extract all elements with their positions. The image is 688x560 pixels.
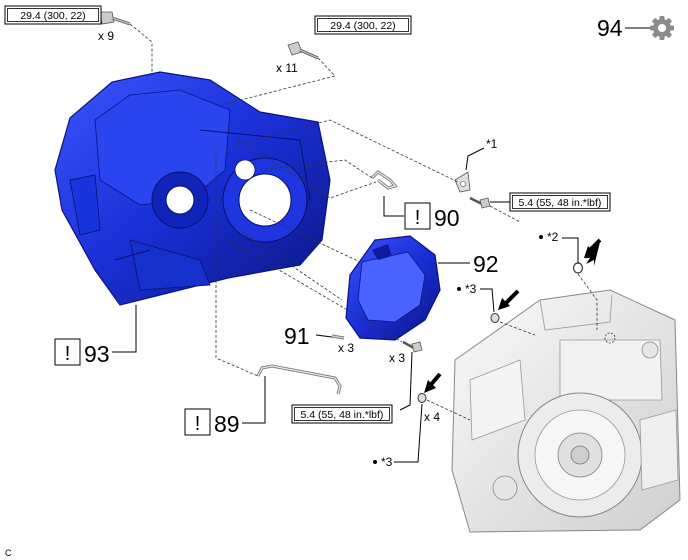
qty-x11: x 11: [276, 61, 298, 75]
callout-93: 93: [84, 341, 110, 367]
qty-x4: x 4: [424, 410, 440, 424]
bracket-part-1: [454, 171, 471, 193]
gasket-3-upper: [490, 313, 500, 323]
caution-icon: !: [404, 202, 431, 230]
bolt-x11: [287, 41, 319, 60]
caution-icon: !: [184, 408, 211, 436]
qty-x3-pin: x 3: [338, 341, 354, 355]
qty-x9: x 9: [98, 29, 114, 43]
torque-value-2: 29.4 (300, 22): [330, 20, 395, 32]
oil-receiver-cover-92: [345, 235, 441, 341]
note-3-lower: *3: [381, 455, 393, 469]
torque-box-4: 5.4 (55, 48 in.*lbf): [291, 404, 393, 424]
callout-92: 92: [473, 251, 499, 277]
note-2: *2: [547, 230, 559, 244]
caution-mark-89: !: [195, 413, 201, 435]
transaxle-housing-93: [54, 71, 331, 306]
gasket-3-lower: [417, 393, 427, 403]
callout-91: 91: [284, 323, 310, 349]
torque-box-1: 29.4 (300, 22): [4, 5, 102, 25]
corner-code: C: [5, 548, 12, 558]
transaxle-case: [451, 289, 681, 533]
pipe-90: [370, 170, 398, 190]
torque-value-3: 5.4 (55, 48 in.*lbf): [519, 197, 602, 209]
note-3-upper: *3: [465, 282, 477, 296]
torque-value-1: 29.4 (300, 22): [20, 10, 85, 22]
o-ring-2: [572, 262, 584, 274]
note-bullet: [457, 287, 461, 291]
leader-lines: [112, 27, 650, 463]
torque-box-2: 29.4 (300, 22): [314, 15, 412, 35]
callout-94: 94: [597, 15, 623, 41]
pipe-89: [256, 364, 342, 395]
caution-icon: !: [54, 338, 81, 366]
callout-89: 89: [214, 411, 240, 437]
bolt-x3-lower: [402, 340, 423, 353]
callout-90: 90: [434, 205, 460, 231]
caution-mark-93: !: [65, 343, 71, 365]
qty-x3-bolt: x 3: [389, 351, 405, 365]
bolt-x9: [99, 11, 131, 26]
caution-mark-90: !: [415, 207, 421, 229]
alignment-lines: [129, 23, 598, 421]
torque-box-3: 5.4 (55, 48 in.*lbf): [509, 192, 611, 212]
bold-arrow-icon: [424, 238, 602, 393]
bolt-upper-5-4: [469, 196, 491, 209]
note-bullet: [373, 460, 377, 464]
torque-value-4: 5.4 (55, 48 in.*lbf): [301, 409, 384, 421]
note-1: *1: [486, 137, 498, 151]
gear-icon: [650, 16, 674, 40]
pin-91: [331, 334, 345, 340]
note-bullet: [539, 235, 543, 239]
